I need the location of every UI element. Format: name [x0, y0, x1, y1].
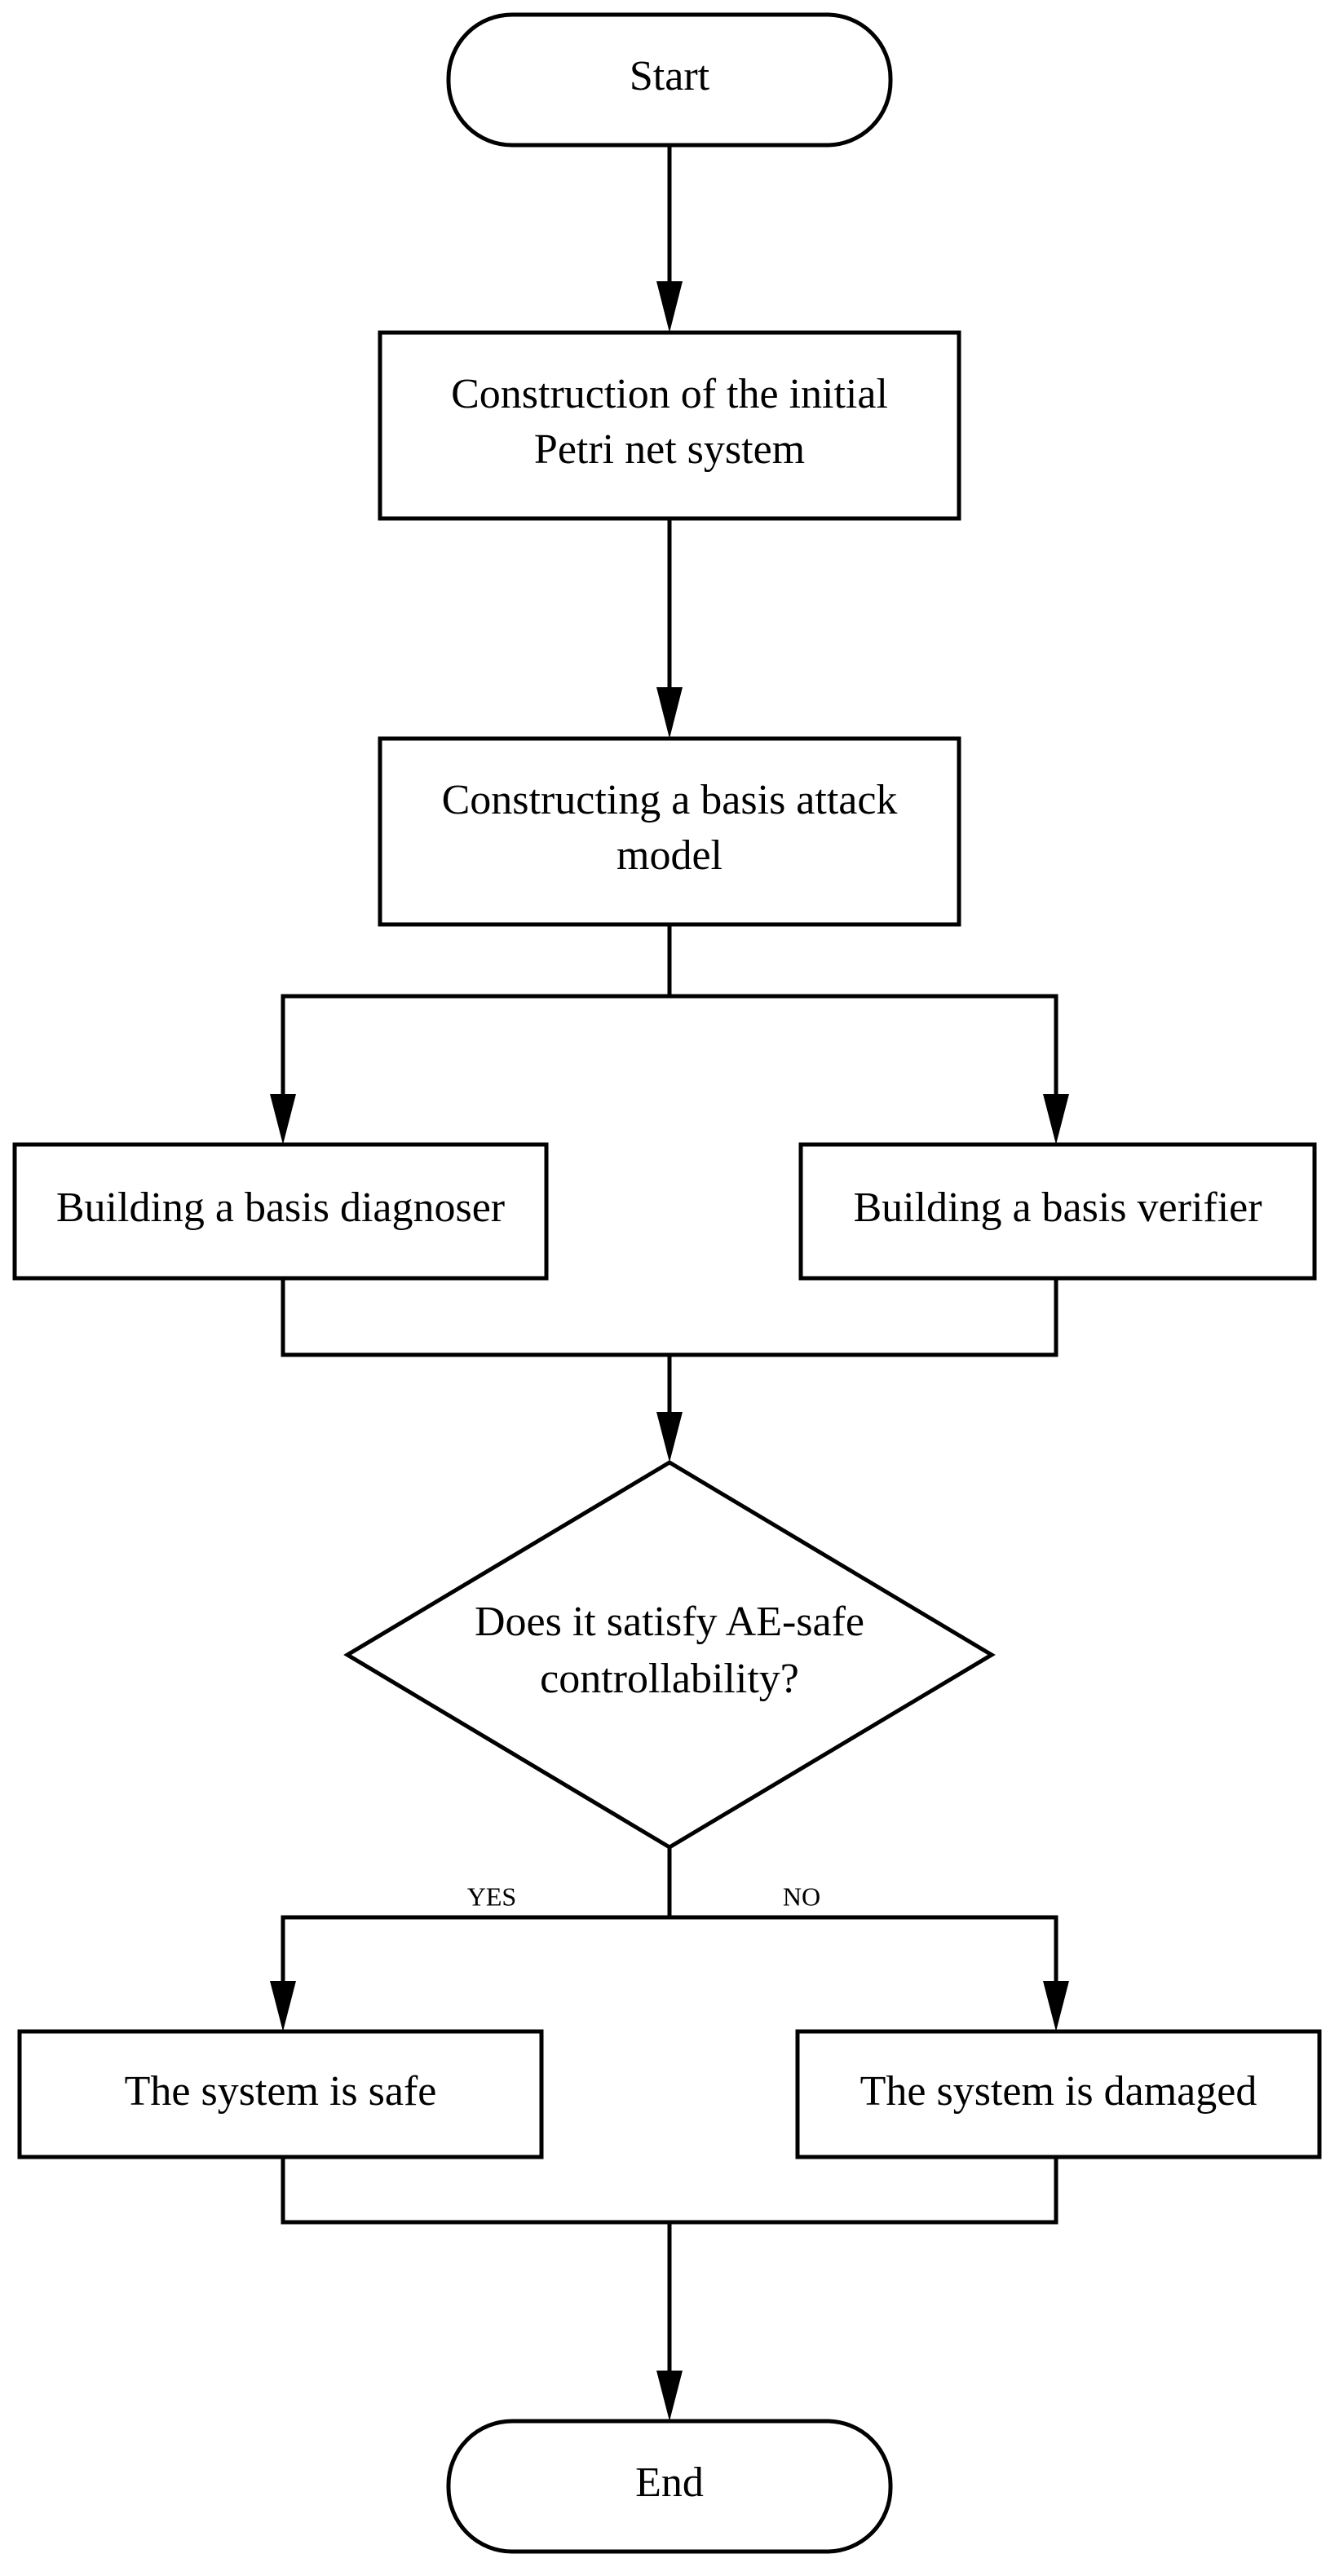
decision-label-line2: controllability?: [540, 1656, 799, 1702]
diagnoser-label: Building a basis diagnoser: [56, 1184, 505, 1231]
decision-label-line1: Does it satisfy AE-safe: [475, 1599, 864, 1645]
connector-merge-outcomes: [281, 2157, 1058, 2225]
process-initial-petri-net: [378, 330, 961, 521]
arrowhead-end: [656, 2371, 683, 2421]
arrowhead-verifier: [1043, 1094, 1069, 1145]
start-label: Start: [630, 53, 710, 99]
verifier-label: Building a basis verifier: [853, 1184, 1262, 1231]
branch-label-yes: YES: [467, 1881, 516, 1911]
connector-merge-diag-verif: [281, 1278, 1058, 1357]
connector-decision-split: [281, 1915, 1058, 1983]
end-label: End: [635, 2459, 704, 2506]
petri-label-line2: Petri net system: [534, 426, 805, 473]
branch-label-no: NO: [783, 1881, 820, 1911]
arrowhead-decision: [656, 1412, 683, 1462]
attack-label-line2: model: [616, 832, 723, 879]
arrowhead-safe: [270, 1981, 296, 2031]
damaged-label: The system is damaged: [860, 2068, 1257, 2115]
arrowhead-damaged: [1043, 1981, 1069, 2031]
process-basis-diagnoser: [12, 1142, 549, 1281]
outcome-system-safe: [17, 2029, 544, 2159]
arrowhead-attack: [656, 687, 683, 739]
safe-label: The system is safe: [125, 2068, 437, 2115]
attack-label-line1: Constructing a basis attack: [442, 777, 898, 823]
connector-attack-split: [281, 994, 1058, 1097]
arrowhead-diagnoser: [270, 1094, 296, 1145]
petri-label-line1: Construction of the initial: [451, 371, 888, 417]
outcome-system-damaged: [795, 2029, 1322, 2159]
arrowhead-petri: [656, 281, 683, 333]
